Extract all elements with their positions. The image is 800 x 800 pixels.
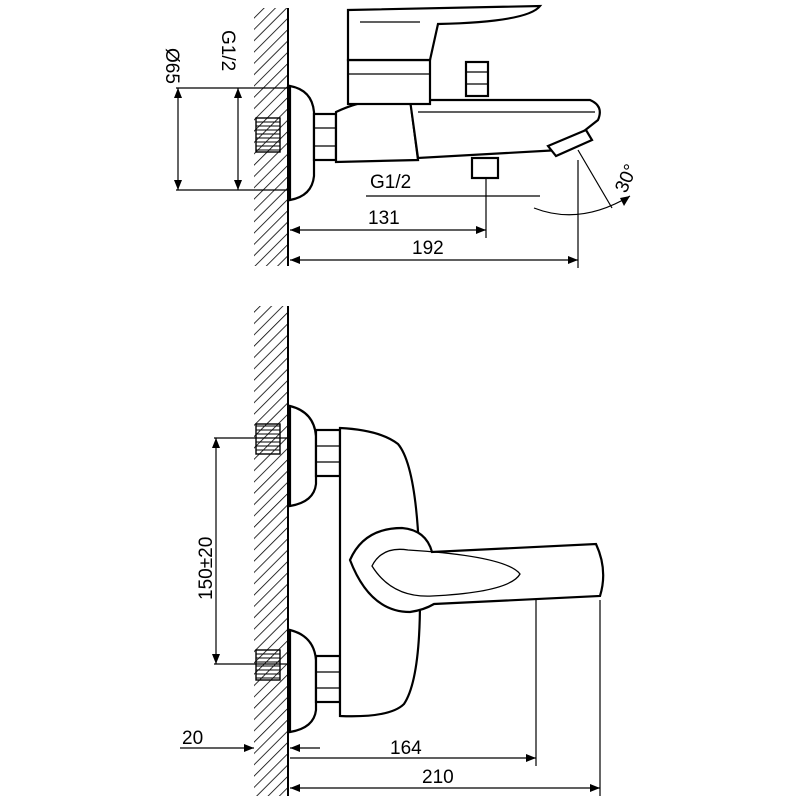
spout-front bbox=[348, 526, 605, 614]
nut-top bbox=[312, 112, 338, 162]
lower-escutcheon bbox=[288, 628, 318, 734]
dim-depth-outlet: 131 bbox=[368, 208, 400, 229]
aerator-top bbox=[546, 128, 594, 158]
dim-center-distance: 150±20 bbox=[196, 537, 217, 600]
spout-loop bbox=[371, 548, 521, 597]
dim-diameter: Ø65 bbox=[161, 48, 182, 84]
cartridge-top bbox=[346, 58, 432, 106]
escutcheon-top bbox=[288, 84, 316, 202]
upper-connector bbox=[255, 423, 281, 455]
dim-spout-depth: 164 bbox=[390, 738, 422, 759]
lower-nut bbox=[314, 654, 342, 704]
shower-outlet bbox=[470, 156, 500, 180]
wall-section-front bbox=[254, 306, 288, 796]
inlet-connector-top bbox=[255, 117, 281, 153]
dim-offset: 20 bbox=[182, 728, 203, 749]
lever-top bbox=[346, 4, 543, 62]
dim-thread-outlet: G1/2 bbox=[370, 172, 411, 193]
upper-nut bbox=[314, 428, 342, 478]
diverter-knob bbox=[464, 60, 490, 98]
lower-connector bbox=[255, 649, 281, 681]
dim-angle: 30° bbox=[611, 161, 642, 196]
upper-escutcheon bbox=[288, 404, 318, 508]
dim-depth-total: 192 bbox=[412, 238, 444, 259]
dim-total-depth: 210 bbox=[422, 767, 454, 788]
front-view: 150±20 20 164 210 bbox=[180, 306, 605, 796]
top-view: Ø65 G1/2 G1/2 131 192 30° bbox=[161, 4, 642, 268]
mixer-body-top bbox=[334, 96, 420, 164]
dim-thread-inlet: G1/2 bbox=[217, 30, 238, 71]
